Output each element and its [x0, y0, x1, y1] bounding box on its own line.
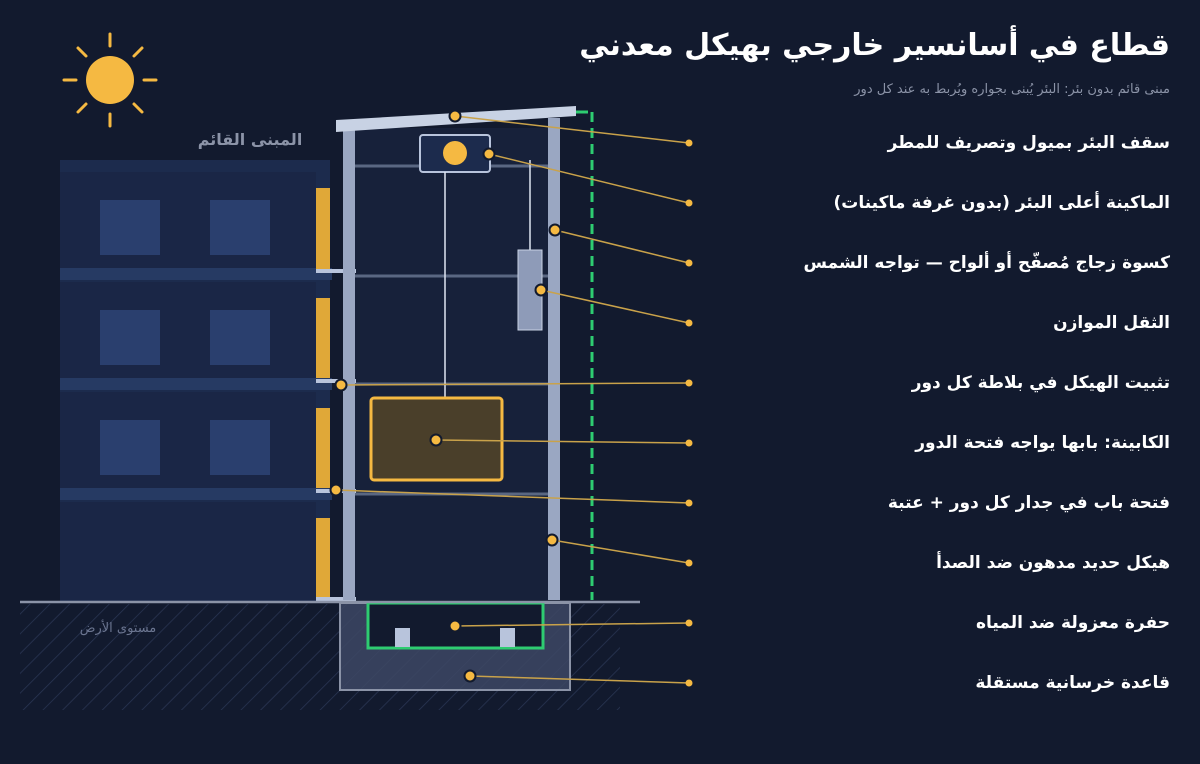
pit-buffer-right [500, 628, 515, 647]
callout-door-opening: فتحة باب في جدار كل دور + عتبة [887, 493, 1170, 513]
callout-counterweight: الثقل الموازن [1053, 313, 1170, 333]
anchor-dot-foundation [463, 669, 477, 683]
leader-line-steel-frame [551, 539, 690, 564]
leader-end-dot-cabin [685, 439, 693, 447]
leader-line-door-opening [335, 489, 690, 504]
callout-pit: حفرة معزولة ضد المياه [975, 613, 1170, 633]
leader-end-dot-roof [685, 139, 693, 147]
building-windows [100, 200, 270, 475]
existing-building: المبنى القائم [60, 130, 332, 602]
leader-end-dot-door-opening [685, 499, 693, 507]
elevator-shaft [316, 106, 594, 691]
diagram-subtitle: مبنى قائم بدون بئر: البئر يُبنى بجواره و… [854, 82, 1170, 97]
anchor-dot-counterweight [534, 283, 548, 297]
anchor-dot-cabin [429, 433, 443, 447]
anchor-dot-roof [448, 109, 462, 123]
callout-leaders [329, 109, 693, 687]
leader-end-dot-steel-frame [685, 559, 693, 567]
leader-end-dot-foundation [685, 679, 693, 687]
callout-slab-fixing: تثبيت الهيكل في بلاطة كل دور [911, 373, 1170, 393]
leader-end-dot-machine [685, 199, 693, 207]
leader-line-counterweight [540, 289, 690, 324]
anchor-dot-pit [448, 619, 462, 633]
anchor-dot-steel-frame [545, 533, 559, 547]
leader-end-dot-counterweight [685, 319, 693, 327]
leader-line-cabin [435, 439, 690, 444]
callout-steel-frame: هيكل حديد مدهون ضد الصدأ [936, 553, 1170, 573]
leader-line-slab-fixing [340, 382, 690, 386]
leader-line-roof [454, 115, 690, 144]
left-column [343, 124, 355, 600]
machine-sheave [443, 141, 467, 165]
ground-label: مستوى الأرض [80, 619, 157, 636]
leader-end-dot-pit [685, 619, 693, 627]
leader-line-pit [454, 622, 690, 627]
leader-line-cladding [554, 229, 690, 264]
sun-icon [62, 32, 158, 128]
leader-line-foundation [469, 675, 690, 684]
building-label: المبنى القائم [198, 130, 303, 149]
anchor-dot-door-opening [329, 483, 343, 497]
leader-end-dot-slab-fixing [685, 379, 693, 387]
anchor-dot-machine [482, 147, 496, 161]
callout-machine: الماكينة أعلى البئر (بدون غرفة ماكينات) [833, 193, 1171, 213]
callout-cabin: الكابينة: بابها يواجه فتحة الدور [915, 433, 1170, 453]
floor-door-openings [316, 188, 330, 598]
anchor-dot-cladding [548, 223, 562, 237]
diagram-title: قطاع في أسانسير خارجي بهيكل معدني [579, 28, 1170, 63]
leader-end-dot-cladding [685, 259, 693, 267]
anchor-dot-slab-fixing [334, 378, 348, 392]
callout-cladding: كسوة زجاج مُصفّح أو ألواح — تواجه الشمس [803, 253, 1170, 273]
leader-line-machine [488, 153, 690, 204]
callout-foundation: قاعدة خرسانية مستقلة [975, 673, 1170, 693]
pit-buffer-left [395, 628, 410, 647]
right-column [548, 118, 560, 600]
callout-roof: سقف البئر بميول وتصريف للمطر [887, 133, 1170, 153]
